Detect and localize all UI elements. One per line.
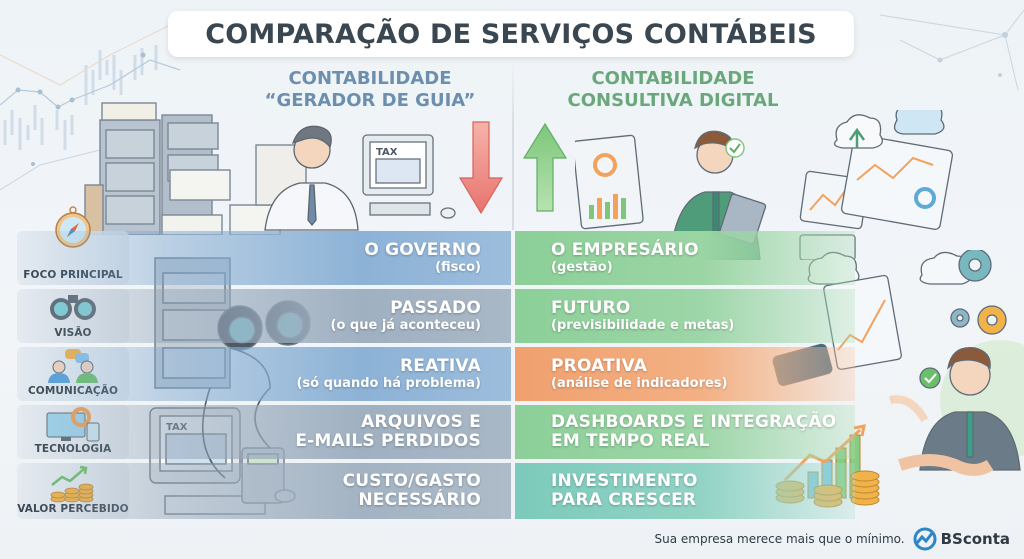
left-row-valor: CUSTO/GASTO NECESSÁRIO: [17, 463, 511, 519]
right-heading-line2: CONSULTIVA DIGITAL: [567, 90, 779, 111]
right-row-comunicacao: PROATIVA (análise de indicadores): [515, 347, 855, 401]
left-heading-line2: “GERADOR DE GUIA”: [264, 90, 476, 111]
row-main-text: CUSTO/GASTO: [342, 471, 481, 491]
row-main-text: ARQUIVOS E: [361, 412, 481, 432]
arrow-up-icon: [522, 122, 568, 212]
row-sub-text: (previsibilidade e metas): [551, 317, 735, 333]
left-row-tecnologia: ARQUIVOS E E-MAILS PERDIDOS: [17, 405, 511, 459]
right-heading-line1: CONTABILIDADE: [591, 68, 755, 89]
row-main-text: O EMPRESÁRIO: [551, 239, 699, 260]
footer-tagline: Sua empresa merece mais que o mínimo.: [654, 532, 905, 546]
left-row-visao: PASSADO (o que já aconteceu): [17, 289, 511, 343]
right-row-foco: O EMPRESÁRIO (gestão): [515, 231, 855, 285]
row-sub-text: (gestão): [551, 259, 613, 275]
bsconta-logo-icon: [913, 527, 937, 551]
left-column-heading: CONTABILIDADE “GERADOR DE GUIA”: [245, 68, 495, 112]
row-main-text: O GOVERNO: [364, 239, 481, 260]
tax-label-top: TAX: [376, 147, 398, 158]
column-divider: [512, 62, 514, 230]
row-main-text-line2: E-MAILS PERDIDOS: [295, 431, 481, 451]
row-main-text: REATIVA: [399, 355, 481, 376]
row-sub-text: (o que já aconteceu): [330, 317, 481, 333]
row-sub-text: (só quando há problema): [296, 375, 481, 391]
row-main-text-line2: PARA CRESCER: [551, 490, 697, 510]
right-row-valor: INVESTIMENTO PARA CRESCER: [515, 463, 855, 519]
row-main-text-line2: NECESSÁRIO: [358, 490, 481, 510]
row-sub-text: (fisco): [435, 259, 481, 275]
row-main-text: INVESTIMENTO: [551, 471, 698, 491]
arrow-down-icon: [458, 121, 504, 215]
row-main-text: DASHBOARDS E INTEGRAÇÃO: [551, 412, 837, 432]
row-sub-text: (análise de indicadores): [551, 375, 728, 391]
brand-logo: BSconta: [913, 527, 1010, 551]
stressed-accountant-illustration: TAX: [84, 102, 456, 235]
right-row-tecnologia: DASHBOARDS E INTEGRAÇÃO EM TEMPO REAL: [515, 405, 855, 459]
row-main-text: PASSADO: [390, 297, 481, 318]
row-main-text-line2: EM TEMPO REAL: [551, 431, 710, 451]
page-title: COMPARAÇÃO DE SERVIÇOS CONTÁBEIS: [205, 18, 817, 50]
footer: Sua empresa merece mais que o mínimo. BS…: [654, 527, 1010, 551]
left-row-foco: O GOVERNO (fisco): [17, 231, 511, 285]
right-row-visao: FUTURO (previsibilidade e metas): [515, 289, 855, 343]
left-row-comunicacao: REATIVA (só quando há problema): [17, 347, 511, 401]
right-column-heading: CONTABILIDADE CONSULTIVA DIGITAL: [548, 68, 798, 112]
row-main-text: FUTURO: [551, 297, 631, 318]
brand-name: BSconta: [940, 530, 1010, 548]
page-title-box: COMPARAÇÃO DE SERVIÇOS CONTÁBEIS: [168, 11, 854, 57]
left-heading-line1: CONTABILIDADE: [288, 68, 452, 89]
row-main-text: PROATIVA: [551, 355, 648, 376]
